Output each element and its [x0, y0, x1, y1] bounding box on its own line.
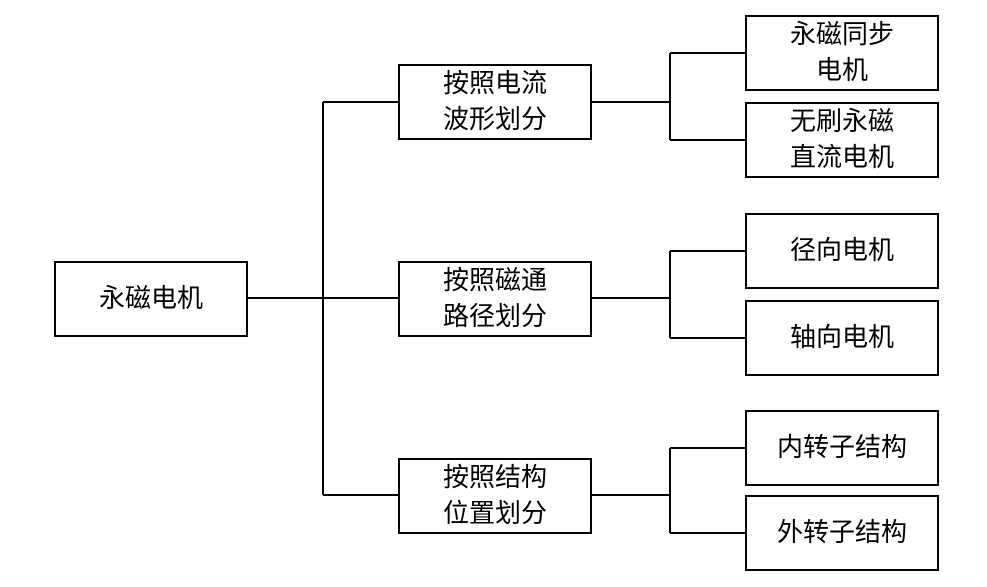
- category-node-flux-path: 按照磁通 路径划分: [398, 261, 592, 337]
- leaf-node-inner-rotor-structure: 内转子结构: [745, 410, 939, 486]
- category-node-structure-position: 按照结构 位置划分: [398, 458, 592, 534]
- leaf-node-axial-motor: 轴向电机: [745, 300, 939, 376]
- root-node-permanent-magnet-motor: 永磁电机: [54, 261, 248, 337]
- leaf-node-pm-synchronous-motor: 永磁同步 电机: [745, 15, 939, 91]
- leaf-node-radial-motor: 径向电机: [745, 213, 939, 289]
- leaf-node-brushless-pm-dc-motor: 无刷永磁 直流电机: [745, 102, 939, 178]
- category-node-current-waveform: 按照电流 波形划分: [398, 64, 592, 140]
- leaf-node-outer-rotor-structure: 外转子结构: [745, 495, 939, 571]
